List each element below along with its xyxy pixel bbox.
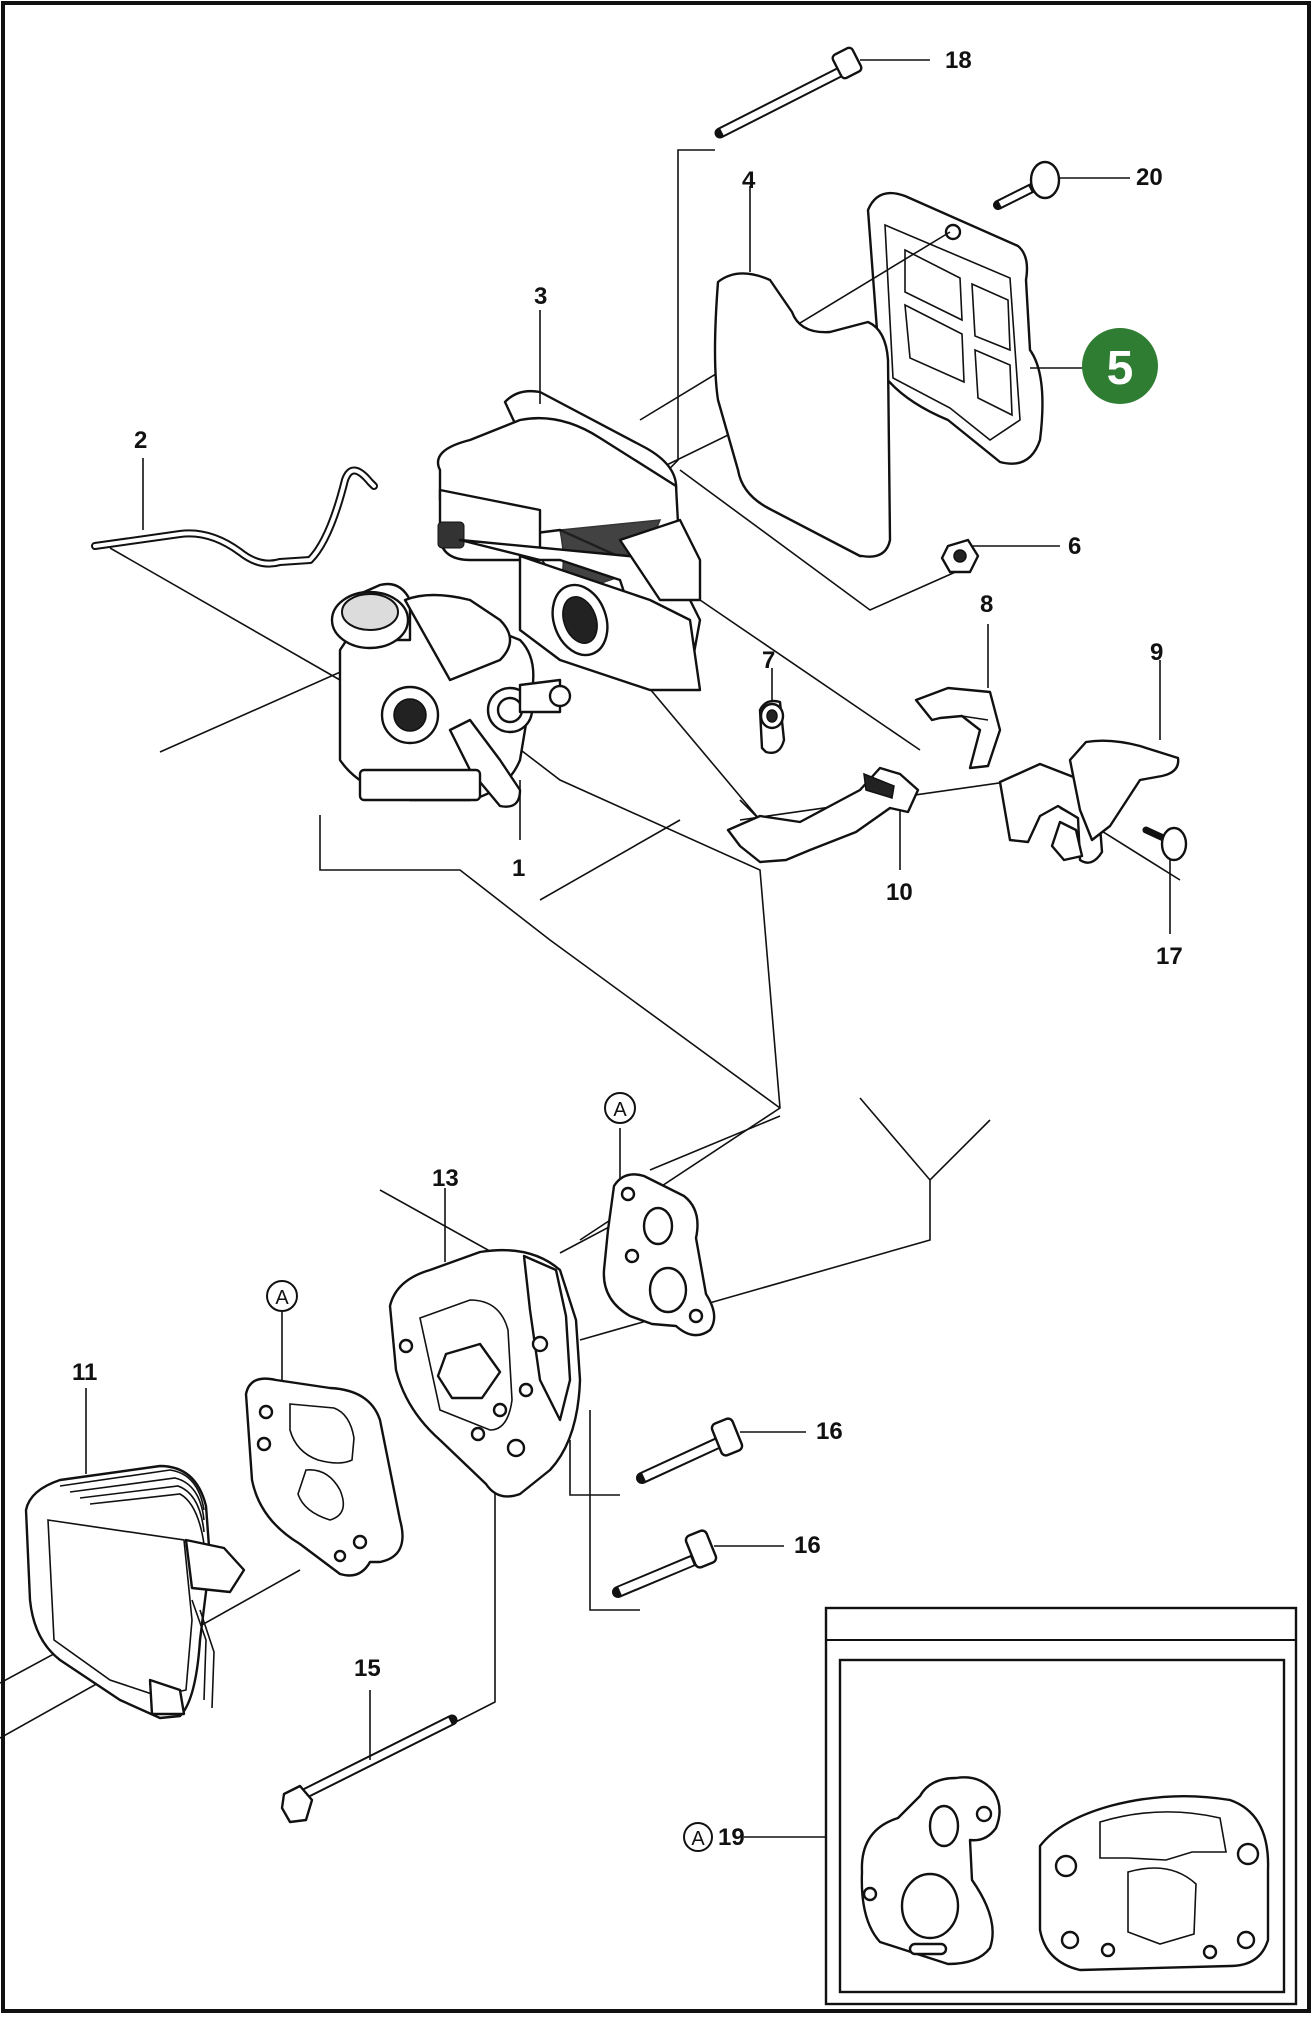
callout-15: 15	[354, 1655, 381, 1682]
part-18-long-bolt	[714, 46, 930, 139]
part-6-nut	[940, 538, 1060, 574]
callout-9: 9	[1150, 639, 1163, 666]
gasket-a-carb	[244, 1312, 404, 1577]
callout-labels: 18 20 4 3 2 6 8 9 7 1 10 17 13 11 16 16 …	[72, 47, 1183, 1851]
kit-marker-a-upper-label: A	[613, 1099, 627, 1121]
kit-marker-a-upper: A	[604, 1092, 636, 1124]
callout-13: 13	[432, 1165, 459, 1192]
part-20-screw	[993, 160, 1130, 210]
gasket-kit-box	[744, 1606, 1298, 2006]
kit-marker-a-middle-label: A	[275, 1287, 289, 1309]
part-5-filter-holder	[639, 191, 1092, 465]
kit-marker-a-kit: A	[683, 1822, 713, 1852]
callout-16-upper: 16	[816, 1418, 843, 1445]
part-11-cylinder-cover	[24, 1388, 246, 1720]
callout-10: 10	[886, 879, 913, 906]
callout-18: 18	[945, 47, 972, 74]
callout-4: 4	[742, 167, 756, 194]
part-7-sleeve	[758, 668, 786, 754]
part-2-throttle-rod	[91, 458, 378, 568]
gasket-a-intake	[602, 1128, 716, 1337]
part-1-carburettor	[330, 582, 572, 840]
kit-marker-a-middle: A	[266, 1280, 298, 1312]
callout-16-lower: 16	[794, 1532, 821, 1559]
group-badge-circle	[1082, 328, 1158, 404]
callout-20: 20	[1136, 164, 1163, 191]
part-15-long-bolt	[280, 1690, 458, 1824]
part-17-screw	[1142, 826, 1188, 934]
callout-8: 8	[980, 591, 993, 618]
part-16-bolt-lower	[612, 1529, 784, 1598]
callout-3: 3	[534, 283, 547, 310]
group-badge-label: 5	[1107, 342, 1134, 395]
group-badge-5: 5	[1082, 328, 1158, 404]
callout-7: 7	[762, 647, 775, 674]
part-13-intake-adapter	[388, 1188, 582, 1498]
callout-6: 6	[1068, 533, 1081, 560]
part-4-filter-pad	[713, 186, 892, 558]
callout-11: 11	[72, 1359, 97, 1386]
kit-marker-a-kit-label: A	[691, 1828, 705, 1850]
callout-2: 2	[134, 427, 147, 454]
callout-19: 19	[718, 1824, 745, 1851]
callout-17: 17	[1156, 943, 1183, 970]
part-8-spring	[914, 624, 1002, 770]
part-16-bolt-upper	[636, 1417, 806, 1484]
part-10-lock-lever	[726, 766, 920, 870]
part-9-throttle-trigger	[998, 660, 1180, 864]
callout-1: 1	[512, 855, 525, 882]
part-3-filter-housing	[436, 310, 702, 692]
